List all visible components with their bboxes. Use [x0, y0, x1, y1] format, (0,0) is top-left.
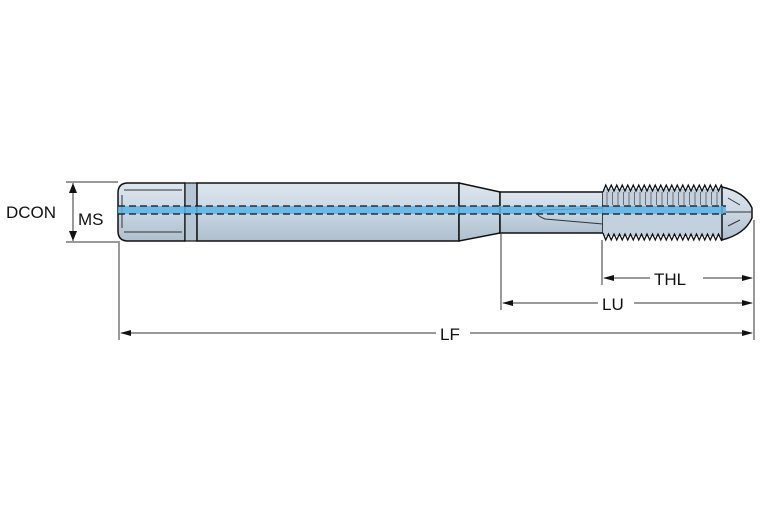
- lu-label: LU: [602, 295, 624, 314]
- chamfer-tip: [721, 186, 753, 241]
- thread-bottom-profile: [602, 232, 725, 242]
- coolant-channel: [118, 205, 726, 215]
- tip-lines: [724, 197, 752, 227]
- ms-label: MS: [78, 210, 104, 229]
- dimensions: [66, 181, 755, 340]
- thl-label: THL: [654, 270, 686, 289]
- dcon-label: DCON: [6, 203, 56, 222]
- lf-label: LF: [440, 325, 460, 344]
- dimension-arrows: [69, 183, 753, 336]
- thread-top-profile: [602, 183, 725, 193]
